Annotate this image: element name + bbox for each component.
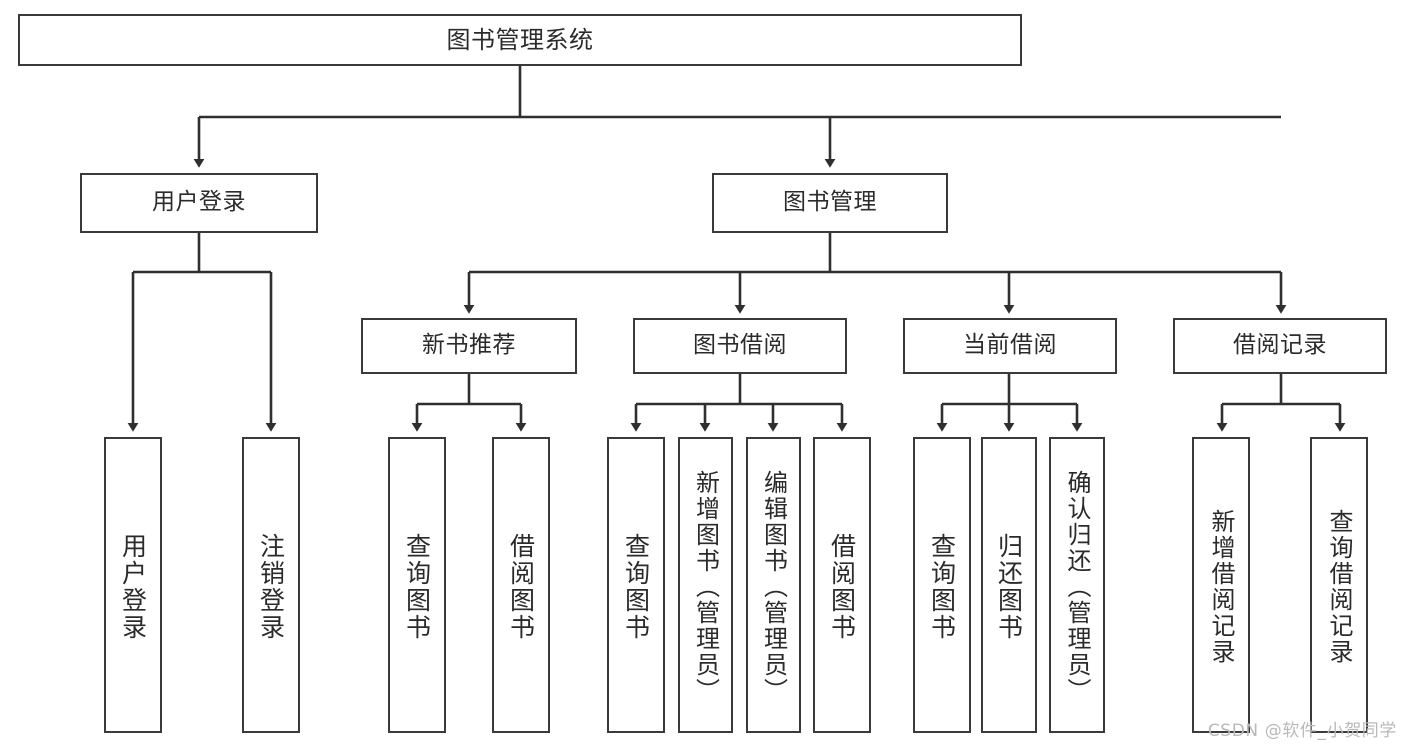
node-label: 图书管理系统 xyxy=(446,25,594,54)
node-book-management[interactable]: 图书管理 xyxy=(712,173,948,233)
node-leaf-query-book-borrowing[interactable]: 查询图书 xyxy=(607,437,665,733)
node-label: 编辑图书（管理员） xyxy=(759,470,788,704)
node-leaf-confirm-return-admin[interactable]: 确认归还（管理员） xyxy=(1049,437,1105,733)
node-current-borrowing[interactable]: 当前借阅 xyxy=(903,318,1117,374)
node-label: 查询借阅记录 xyxy=(1325,509,1353,665)
node-new-book-recommendation[interactable]: 新书推荐 xyxy=(361,318,577,374)
node-leaf-return-book[interactable]: 归还图书 xyxy=(981,437,1037,733)
node-label: 新增图书（管理员） xyxy=(691,470,720,704)
node-leaf-logout[interactable]: 注销登录 xyxy=(242,437,300,733)
node-leaf-add-borrowing-record[interactable]: 新增借阅记录 xyxy=(1192,437,1250,733)
node-user-login[interactable]: 用户登录 xyxy=(80,173,318,233)
node-label: 查询图书 xyxy=(927,533,957,641)
node-label: 用户登录 xyxy=(118,533,148,641)
node-borrowing-records[interactable]: 借阅记录 xyxy=(1173,318,1387,374)
node-label: 查询图书 xyxy=(402,533,432,641)
node-label: 当前借阅 xyxy=(963,332,1057,359)
node-leaf-edit-book-admin[interactable]: 编辑图书（管理员） xyxy=(746,437,801,733)
node-label: 归还图书 xyxy=(994,533,1024,641)
node-label: 新增借阅记录 xyxy=(1207,509,1235,665)
node-label: 新书推荐 xyxy=(422,332,516,359)
node-label: 借阅图书 xyxy=(506,533,536,641)
node-label: 查询图书 xyxy=(621,533,651,641)
node-book-borrowing[interactable]: 图书借阅 xyxy=(633,318,847,374)
node-leaf-user-login[interactable]: 用户登录 xyxy=(104,437,162,733)
node-label: 注销登录 xyxy=(256,533,286,641)
node-leaf-query-borrowing-record[interactable]: 查询借阅记录 xyxy=(1310,437,1368,733)
node-label: 图书管理 xyxy=(783,189,877,216)
node-label: 借阅图书 xyxy=(827,533,857,641)
node-label: 确认归还（管理员） xyxy=(1063,470,1091,704)
node-leaf-query-book-current[interactable]: 查询图书 xyxy=(913,437,971,733)
csdn-watermark: CSDN @软件_小贺同学 xyxy=(1207,721,1397,741)
node-label: 用户登录 xyxy=(152,189,246,216)
node-leaf-borrow-book-borrowing[interactable]: 借阅图书 xyxy=(813,437,871,733)
node-root-book-management-system[interactable]: 图书管理系统 xyxy=(18,14,1022,66)
node-label: 图书借阅 xyxy=(693,332,787,359)
node-leaf-query-book-recommendation[interactable]: 查询图书 xyxy=(388,437,446,733)
node-leaf-borrow-book-recommendation[interactable]: 借阅图书 xyxy=(492,437,550,733)
node-leaf-add-book-admin[interactable]: 新增图书（管理员） xyxy=(678,437,733,733)
node-label: 借阅记录 xyxy=(1233,332,1327,359)
